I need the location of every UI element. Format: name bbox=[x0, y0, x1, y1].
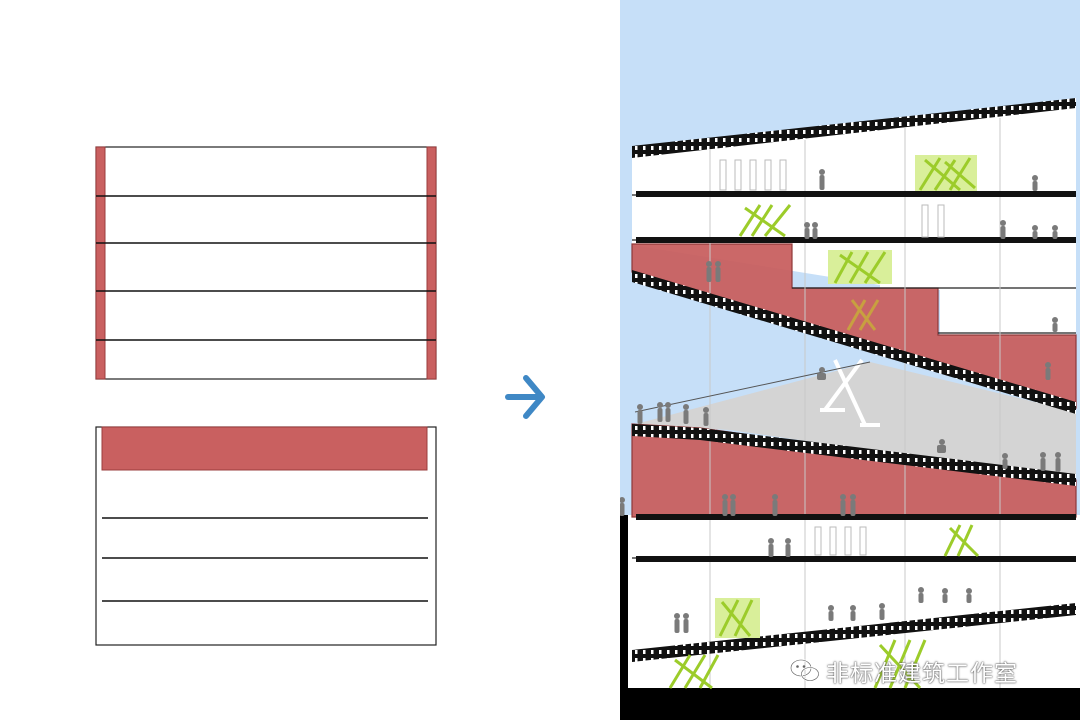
central-void bbox=[632, 362, 1076, 480]
green-installations bbox=[668, 155, 980, 690]
people bbox=[620, 169, 1061, 633]
conventional-section-diagram bbox=[95, 146, 437, 380]
watermark: 非标准建筑工作室 bbox=[790, 654, 1018, 688]
building-section bbox=[620, 0, 1080, 720]
slabs bbox=[632, 98, 1076, 662]
public-slab-diagram bbox=[95, 426, 437, 646]
watermark-text: 非标准建筑工作室 bbox=[826, 661, 1018, 687]
arrow-right-icon bbox=[505, 375, 545, 419]
right-core-wall bbox=[426, 146, 437, 380]
x-sculpture bbox=[820, 358, 880, 427]
floor-lines bbox=[96, 195, 436, 341]
left-core-wall bbox=[95, 146, 106, 380]
ground bbox=[620, 688, 1080, 720]
wechat-icon bbox=[790, 659, 820, 682]
floor-lines bbox=[102, 517, 428, 602]
public-zone-block bbox=[101, 426, 428, 471]
basement-wall bbox=[620, 515, 628, 690]
